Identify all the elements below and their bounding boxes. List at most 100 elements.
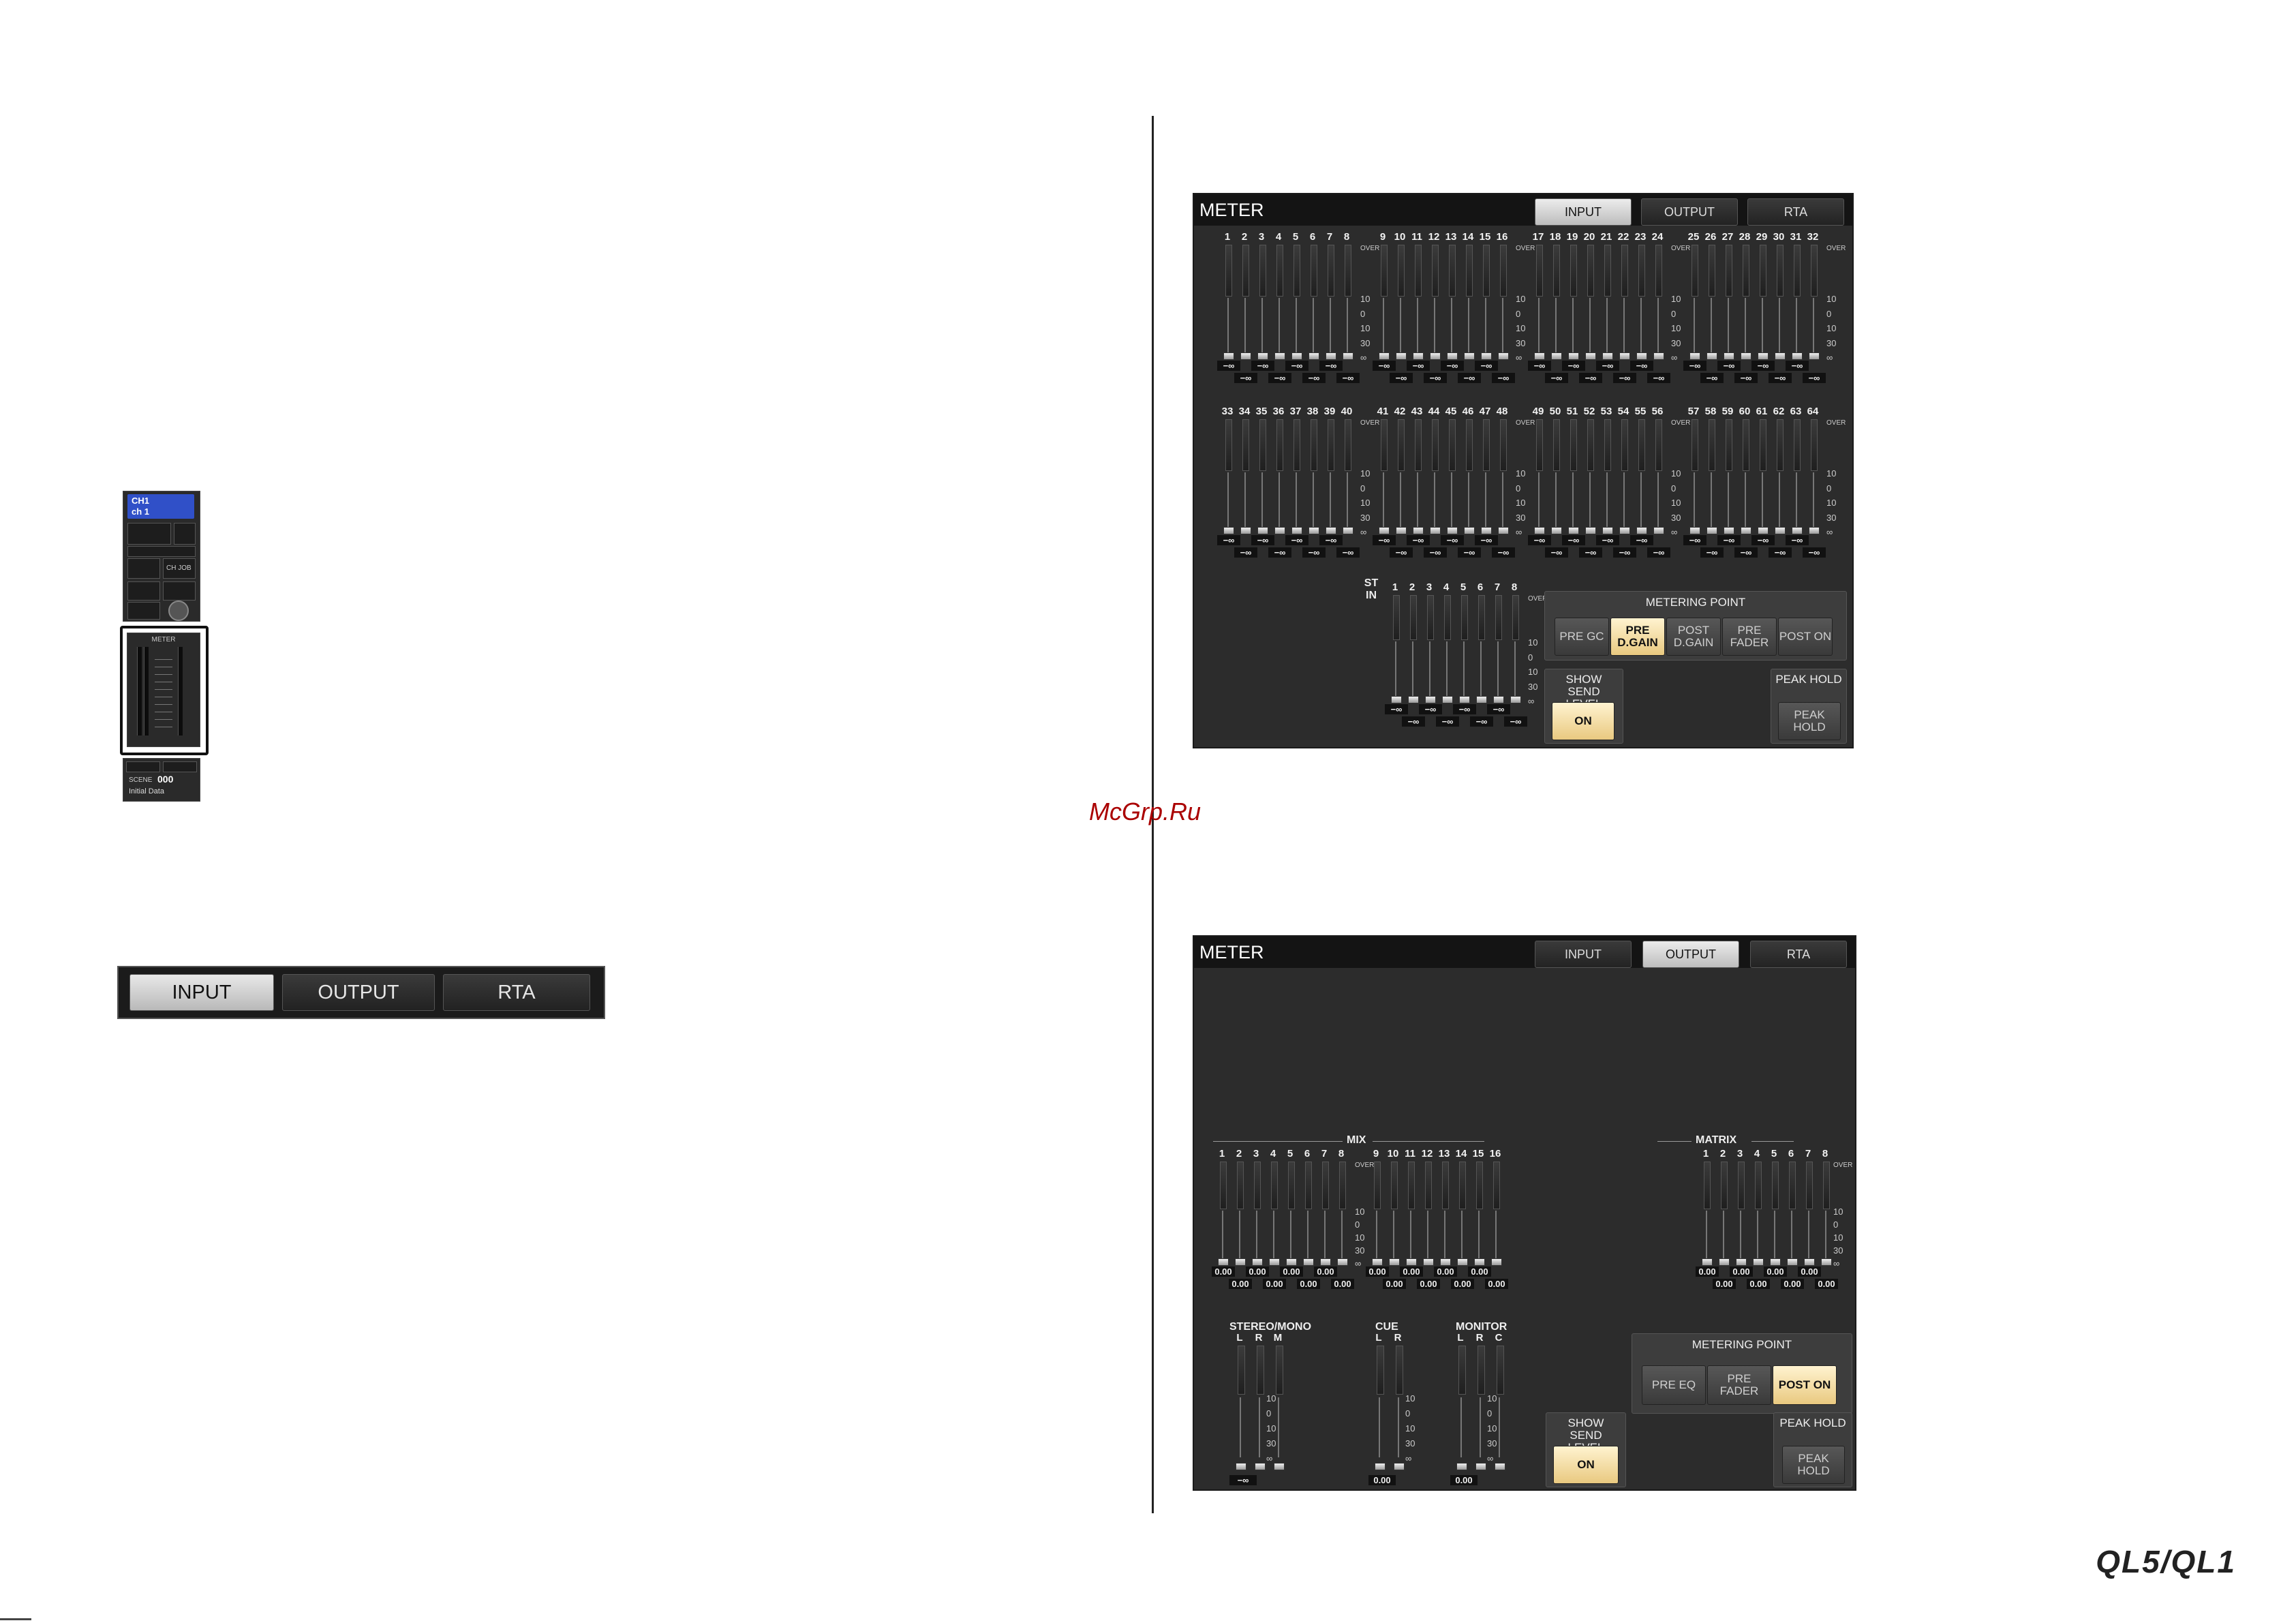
channel-fader[interactable] xyxy=(1602,527,1613,534)
channel-fader[interactable] xyxy=(1372,1258,1383,1266)
tab-input[interactable]: INPUT xyxy=(129,974,274,1011)
channel-fader[interactable] xyxy=(1787,1258,1798,1266)
channel-fader[interactable] xyxy=(1308,527,1319,534)
channel-fader[interactable] xyxy=(1753,1258,1764,1266)
channel-fader[interactable] xyxy=(1770,1258,1781,1266)
pre-gc-button[interactable]: PRE GC xyxy=(1555,618,1609,656)
channel-fader[interactable] xyxy=(1223,527,1234,534)
channel-fader[interactable] xyxy=(1775,352,1786,360)
channel-fader[interactable] xyxy=(1724,352,1734,360)
scene-top-button[interactable] xyxy=(163,761,197,772)
post-on-button[interactable]: POST ON xyxy=(1773,1365,1837,1405)
channel-fader[interactable] xyxy=(1804,1258,1815,1266)
pre-fader-button[interactable]: PRE FADER xyxy=(1707,1365,1771,1405)
pre-eq-button[interactable]: PRE EQ xyxy=(1642,1365,1706,1405)
channel-fader[interactable] xyxy=(1291,527,1302,534)
channel-fader[interactable] xyxy=(1585,352,1596,360)
channel-fader[interactable] xyxy=(1396,352,1407,360)
channel-fader[interactable] xyxy=(1389,1258,1400,1266)
channel-fader[interactable] xyxy=(1274,352,1285,360)
channel-fader[interactable] xyxy=(1447,352,1458,360)
pre-fader-button[interactable]: PRE FADER xyxy=(1722,618,1777,656)
channel-button-b[interactable] xyxy=(127,581,160,601)
channel-fader[interactable] xyxy=(1758,527,1769,534)
channel-fader[interactable] xyxy=(1585,527,1596,534)
peak-hold-button[interactable]: PEAK HOLD xyxy=(1782,1446,1845,1484)
channel-button-c[interactable] xyxy=(163,581,196,601)
channel-fader[interactable] xyxy=(1218,1258,1229,1266)
channel-fader[interactable] xyxy=(1821,1258,1832,1266)
channel-fader[interactable] xyxy=(1257,527,1268,534)
channel-fader[interactable] xyxy=(1423,1258,1434,1266)
channel-fader[interactable] xyxy=(1464,527,1475,534)
channel-fader[interactable] xyxy=(1568,527,1579,534)
channel-fader[interactable] xyxy=(1719,1258,1730,1266)
channel-fader[interactable] xyxy=(1457,1258,1468,1266)
tab-rta[interactable]: RTA xyxy=(443,974,590,1011)
channel-fader[interactable] xyxy=(1706,527,1717,534)
channel-fader[interactable] xyxy=(1379,352,1390,360)
channel-fader[interactable] xyxy=(1464,352,1475,360)
channel-name-box[interactable]: CH1 ch 1 xyxy=(127,494,194,519)
channel-fader[interactable] xyxy=(1447,527,1458,534)
channel-fader[interactable] xyxy=(1481,352,1492,360)
post-on-button[interactable]: POST ON xyxy=(1778,618,1833,656)
channel-fader[interactable] xyxy=(1689,527,1700,534)
channel-fader[interactable] xyxy=(1291,352,1302,360)
channel-fader[interactable] xyxy=(1636,527,1647,534)
channel-fader[interactable] xyxy=(1379,527,1390,534)
channel-fader[interactable] xyxy=(1320,1258,1331,1266)
knob-icon[interactable] xyxy=(168,601,189,621)
channel-fader[interactable] xyxy=(1758,352,1769,360)
channel-fader[interactable] xyxy=(1456,1463,1467,1470)
channel-fader[interactable] xyxy=(1257,352,1268,360)
channel-fader[interactable] xyxy=(1440,1258,1451,1266)
channel-fader[interactable] xyxy=(1337,1258,1348,1266)
channel-fader[interactable] xyxy=(1343,527,1353,534)
channel-fader[interactable] xyxy=(1568,352,1579,360)
channel-fader[interactable] xyxy=(1495,1463,1505,1470)
tab-input[interactable]: INPUT xyxy=(1535,198,1632,226)
show-send-level-on-button[interactable]: ON xyxy=(1553,1446,1619,1484)
channel-fader[interactable] xyxy=(1602,352,1613,360)
channel-fader[interactable] xyxy=(1510,696,1521,703)
channel-fader[interactable] xyxy=(1394,1463,1405,1470)
channel-sub-box[interactable] xyxy=(127,546,196,557)
channel-fader[interactable] xyxy=(1534,352,1545,360)
channel-fader[interactable] xyxy=(1391,696,1402,703)
channel-fader[interactable] xyxy=(1551,527,1562,534)
channel-fader[interactable] xyxy=(1459,696,1470,703)
tab-input[interactable]: INPUT xyxy=(1535,941,1632,968)
channel-fader[interactable] xyxy=(1303,1258,1314,1266)
channel-fader[interactable] xyxy=(1534,527,1545,534)
channel-fader[interactable] xyxy=(1474,1258,1485,1266)
channel-fader[interactable] xyxy=(1809,527,1820,534)
channel-fader[interactable] xyxy=(1702,1258,1713,1266)
channel-fader[interactable] xyxy=(1619,352,1630,360)
channel-fader[interactable] xyxy=(1442,696,1453,703)
tab-output[interactable]: OUTPUT xyxy=(1641,198,1738,226)
channel-button-a[interactable] xyxy=(127,558,160,579)
channel-fader[interactable] xyxy=(1326,527,1336,534)
channel-fader[interactable] xyxy=(1481,527,1492,534)
channel-fader[interactable] xyxy=(1653,527,1664,534)
channel-fader[interactable] xyxy=(1724,527,1734,534)
channel-fader[interactable] xyxy=(1498,527,1509,534)
channel-fader[interactable] xyxy=(1286,1258,1297,1266)
tab-output[interactable]: OUTPUT xyxy=(282,974,435,1011)
channel-button-d[interactable] xyxy=(127,602,160,620)
channel-fader[interactable] xyxy=(1741,527,1751,534)
scene-box[interactable]: SCENE 000 Initial Data xyxy=(123,758,200,802)
channel-fader[interactable] xyxy=(1269,1258,1280,1266)
channel-fader[interactable] xyxy=(1408,696,1419,703)
channel-fader[interactable] xyxy=(1252,1258,1263,1266)
pre-dgain-button[interactable]: PRE D.GAIN xyxy=(1610,618,1665,656)
channel-fader[interactable] xyxy=(1491,1258,1502,1266)
channel-info-box[interactable] xyxy=(127,523,171,545)
ch-job-button[interactable]: CH JOB xyxy=(163,558,196,579)
tab-output[interactable]: OUTPUT xyxy=(1642,941,1739,968)
channel-fader[interactable] xyxy=(1475,1463,1486,1470)
channel-fader[interactable] xyxy=(1413,527,1424,534)
channel-fader[interactable] xyxy=(1223,352,1234,360)
channel-fader[interactable] xyxy=(1235,1258,1246,1266)
